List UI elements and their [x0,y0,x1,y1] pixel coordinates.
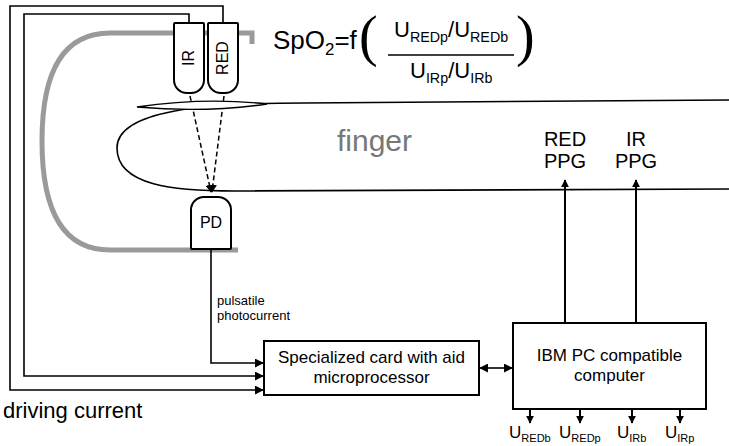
signal-label: pulsatile photocurrent [217,294,297,324]
subscript-label: REDp [410,29,448,45]
label-group: UREDp [559,424,601,444]
output-arrow [635,180,637,322]
label-group: SpO2=f [273,26,357,60]
subscript-label: IRp [426,70,448,86]
formula-label: RED PPG [544,128,586,172]
connector [480,367,512,369]
subscript-label: IRp [677,432,694,444]
formula-label: =f [334,25,356,55]
led-package: RED [207,22,239,94]
output-arrow [679,410,681,423]
output-arrow [529,410,531,423]
formula-label: U [454,58,470,83]
label-group: UIRb [617,424,646,444]
formula-label: ( [359,5,378,67]
label-group: UREDb [509,424,551,444]
label-group: IR PPG [612,128,660,172]
output-arrow [631,410,633,423]
node-label: PD [200,214,222,232]
photodiode: PD [190,196,232,250]
fingernail [137,101,267,109]
label-group: ( [359,6,378,68]
light-ray [190,96,211,192]
light-ray [212,96,224,192]
label-group: UIRp [665,424,694,444]
formula-label: driving current [3,398,142,423]
output-arrow [579,410,581,423]
formula-label: / [448,58,454,83]
subscript-label: IRb [629,432,646,444]
formula-label: ) [516,5,535,67]
label-group: RED PPG [541,128,589,172]
part-name: finger [337,124,412,158]
output-arrow [564,180,566,322]
subscript-label: IRb [470,70,492,86]
label-group: driving current [3,399,142,423]
formula-label: U [509,423,521,442]
subscript-label: REDp [571,432,600,444]
node-label: IR [180,50,198,66]
formula-label: U [559,423,571,442]
subscript-label: REDb [470,29,508,45]
formula-label: U [394,17,410,42]
formula-label: U [617,423,629,442]
node-label: Specialized card with aid microprocessor [273,348,470,389]
formula-label: SpO [273,25,325,55]
label-group: UIRp/UIRb [410,59,492,87]
subscript-label: REDb [521,432,550,444]
label-group: ) [516,6,535,68]
finger-contour [117,100,729,191]
node-label: IBM PC compatible computer [522,346,697,387]
sensor-clip [42,33,252,250]
process-box: IBM PC compatible computer [512,322,707,410]
process-box: Specialized card with aid microprocessor [263,340,480,396]
led-package: IR [173,22,205,94]
node-label: RED [214,41,232,75]
formula-label: U [454,17,470,42]
formula-label: IR PPG [615,128,657,172]
fraction-bar [388,54,514,56]
formula-label: U [410,58,426,83]
label-group: UREDp/UREDb [394,18,508,46]
connector [10,6,263,390]
formula-label: U [665,423,677,442]
subscript-label: 2 [325,40,334,59]
formula-label: / [448,17,454,42]
